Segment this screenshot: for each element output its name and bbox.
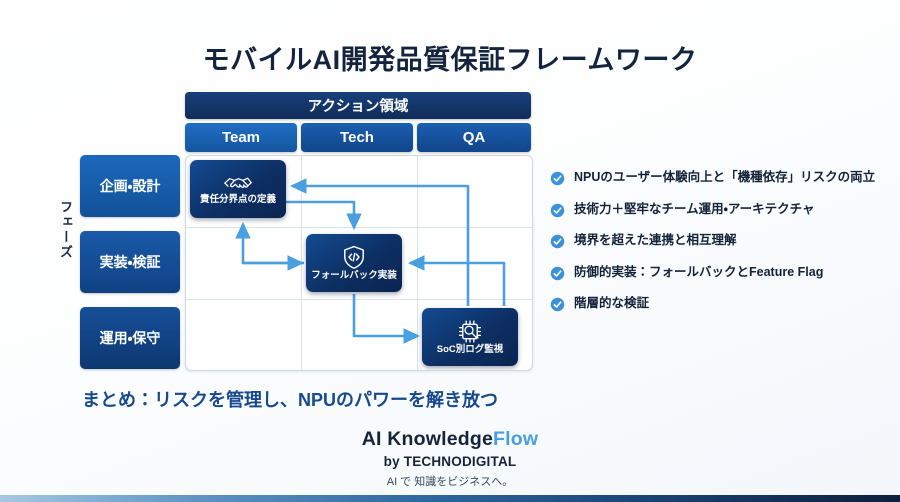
brand-byline: by TECHNODIGITAL	[383, 454, 517, 469]
brand-name-accent: Flow	[493, 428, 539, 450]
list-item: 階層的な検証	[550, 296, 895, 312]
check-circle-icon	[550, 266, 565, 281]
column-header-tech[interactable]: Tech	[301, 123, 413, 152]
list-item: 境界を超えた連携と相互理解	[550, 233, 895, 249]
action-domain-header: アクション領域	[185, 92, 531, 119]
row-header-planning-design[interactable]: 企画・設計	[80, 155, 180, 217]
chip-magnifier-icon	[457, 319, 483, 344]
phase-axis-label: フェーズ	[58, 200, 73, 260]
list-item-label: NPUのユーザー体験向上と「機種依存」リスクの両立	[574, 170, 876, 184]
node-label: フォールバック実装	[311, 269, 397, 281]
list-item-label: 技術力＋堅牢なチーム運用・アーキテクチャ	[574, 201, 815, 216]
column-header-qa[interactable]: QA	[417, 123, 531, 152]
footer-branding: AI KnowledgeFlow by TECHNODIGITAL AI で 知…	[0, 428, 900, 489]
check-circle-icon	[550, 171, 565, 186]
list-item-label: 境界を超えた連携と相互理解	[574, 233, 737, 247]
check-circle-icon	[550, 234, 565, 249]
brand-name: AI KnowledgeFlow	[0, 428, 900, 451]
list-item: NPUのユーザー体験向上と「機種依存」リスクの両立	[550, 170, 895, 186]
shield-code-icon	[342, 245, 366, 270]
brand-name-main: AI Knowledge	[361, 428, 494, 450]
bottom-accent-bar	[0, 495, 900, 502]
list-item: 防御的実装：フォールバックとFeature Flag	[550, 265, 895, 281]
brand-tagline: AI で 知識をビジネスへ。	[386, 476, 514, 488]
node-responsibility-boundary[interactable]: 責任分界点の定義	[190, 160, 286, 218]
key-points-list: NPUのユーザー体験向上と「機種依存」リスクの両立 技術力＋堅牢なチーム運用・ア…	[550, 170, 895, 328]
row-header-operation-maintenance[interactable]: 運用・保守	[80, 307, 180, 369]
handshake-icon	[223, 173, 253, 194]
list-item-label: 防御的実装：フォールバックとFeature Flag	[574, 264, 824, 279]
page-title: モバイルAI開発品質保証フレームワーク	[202, 45, 698, 75]
node-fallback-implementation[interactable]: フォールバック実装	[306, 234, 402, 292]
list-item: 技術力＋堅牢なチーム運用・アーキテクチャ	[550, 202, 895, 218]
check-circle-icon	[550, 203, 565, 218]
row-header-implementation-verification[interactable]: 実装・検証	[80, 231, 180, 293]
grid-divider-horizontal	[186, 299, 532, 300]
summary-statement: まとめ：リスクを管理し、NPUのパワーを解き放つ	[81, 390, 498, 410]
matrix-grid: 責任分界点の定義 フォールバック実装	[185, 155, 533, 371]
phase-action-matrix: アクション領域 Team Tech QA フェーズ 企画・設計 実装・検証 運用…	[40, 92, 540, 377]
node-label: 責任分界点の定義	[199, 193, 276, 205]
list-item-label: 階層的な検証	[574, 296, 650, 310]
flow-connectors	[235, 178, 506, 344]
column-header-team[interactable]: Team	[185, 123, 297, 152]
node-label: SoC別ログ監視	[436, 343, 504, 355]
check-circle-icon	[550, 297, 565, 312]
node-soc-log-monitoring[interactable]: SoC別ログ監視	[422, 308, 518, 366]
